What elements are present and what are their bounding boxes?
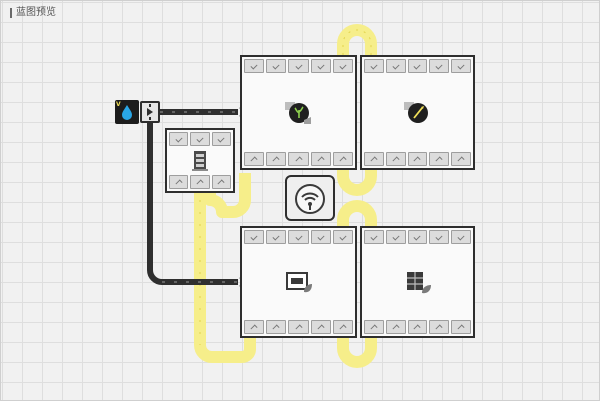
slot[interactable] <box>429 230 450 244</box>
slot[interactable] <box>288 230 309 244</box>
slot[interactable] <box>407 320 428 334</box>
slot[interactable] <box>451 230 471 244</box>
slot[interactable] <box>211 175 231 189</box>
slot[interactable] <box>190 175 210 189</box>
water-source-node[interactable]: V <box>115 100 139 124</box>
splitter-arrow-icon <box>147 104 153 120</box>
conveyor-top-arc <box>337 24 377 55</box>
slot[interactable] <box>288 152 309 166</box>
slot[interactable] <box>385 59 406 73</box>
window-title-bar: 蓝图预览 <box>10 6 56 20</box>
slot[interactable] <box>310 152 331 166</box>
machine-bottom-right[interactable] <box>360 226 475 338</box>
slot[interactable] <box>169 132 189 146</box>
slot[interactable] <box>364 230 384 244</box>
slot[interactable] <box>429 152 450 166</box>
slot[interactable] <box>244 152 265 166</box>
slot[interactable] <box>364 59 384 73</box>
conveyor-mid-arc-lower <box>337 200 377 226</box>
sparkle-growth-icon <box>403 101 428 123</box>
slot[interactable] <box>266 320 287 334</box>
slot[interactable] <box>332 230 354 244</box>
machine-top-right[interactable] <box>360 55 475 170</box>
pipe-junction[interactable] <box>140 101 160 123</box>
machine-bottom-right-output-slots <box>364 320 471 334</box>
slot[interactable] <box>190 132 210 146</box>
machine-storage-output-slots <box>169 175 231 189</box>
title-mark <box>10 8 12 18</box>
machine-top-left-input-slots <box>244 59 354 73</box>
conveyor-mid-arc-upper <box>337 170 377 196</box>
pipe-to-bottom-left <box>147 123 238 285</box>
machine-storage[interactable] <box>165 128 235 193</box>
source-badge: V <box>116 101 121 108</box>
water-drop-icon <box>122 105 132 120</box>
wifi-signal-icon <box>295 184 325 214</box>
slot[interactable] <box>266 152 287 166</box>
slot[interactable] <box>310 59 331 73</box>
slot[interactable] <box>244 320 265 334</box>
slot[interactable] <box>310 230 331 244</box>
slot[interactable] <box>407 152 428 166</box>
slot[interactable] <box>244 59 265 73</box>
panel-leaf-icon <box>406 272 431 294</box>
machine-top-right-input-slots <box>364 59 471 73</box>
machine-bottom-left[interactable] <box>240 226 357 338</box>
slot[interactable] <box>429 59 450 73</box>
window-title: 蓝图预览 <box>16 7 56 18</box>
slot[interactable] <box>385 230 406 244</box>
slot[interactable] <box>332 320 354 334</box>
slot[interactable] <box>310 320 331 334</box>
machine-bottom-left-input-slots <box>244 230 354 244</box>
slot[interactable] <box>266 230 287 244</box>
slot[interactable] <box>211 132 231 146</box>
slot[interactable] <box>364 152 384 166</box>
crate-leaf-icon <box>285 272 312 293</box>
slot[interactable] <box>429 320 450 334</box>
slot[interactable] <box>169 175 189 189</box>
slot[interactable] <box>332 152 354 166</box>
slot[interactable] <box>407 230 428 244</box>
storage-box-icon <box>192 150 208 171</box>
conveyor-bottom-arc <box>337 338 377 368</box>
sprout-growth-icon <box>284 101 311 124</box>
slot[interactable] <box>244 230 265 244</box>
slot[interactable] <box>332 59 354 73</box>
machine-top-left[interactable] <box>240 55 357 170</box>
slot[interactable] <box>288 320 309 334</box>
slot[interactable] <box>385 320 406 334</box>
slot[interactable] <box>266 59 287 73</box>
slot[interactable] <box>451 320 471 334</box>
slot[interactable] <box>364 320 384 334</box>
slot[interactable] <box>451 152 471 166</box>
machine-storage-input-slots <box>169 132 231 146</box>
slot[interactable] <box>451 59 471 73</box>
machine-top-right-output-slots <box>364 152 471 166</box>
machine-bottom-right-input-slots <box>364 230 471 244</box>
slot[interactable] <box>385 152 406 166</box>
machine-bottom-left-output-slots <box>244 320 354 334</box>
machine-top-left-output-slots <box>244 152 354 166</box>
slot[interactable] <box>288 59 309 73</box>
central-hub[interactable] <box>285 175 335 221</box>
slot[interactable] <box>407 59 428 73</box>
